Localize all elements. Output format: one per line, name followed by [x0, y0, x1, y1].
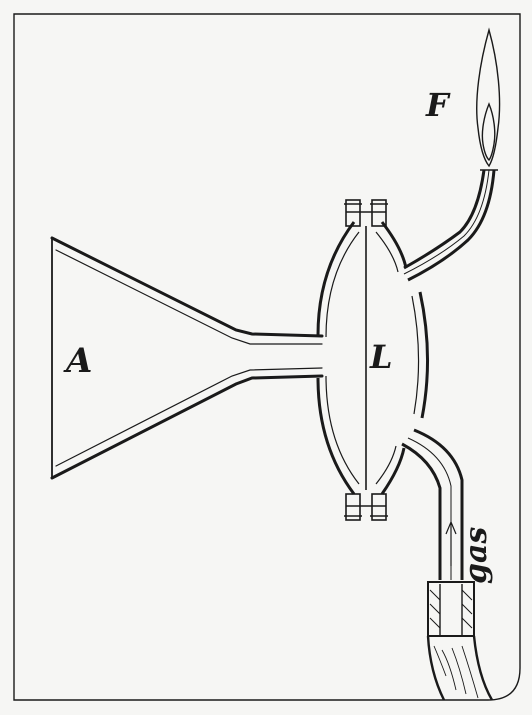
clamp-bottom [344, 493, 388, 521]
label-F: F [425, 86, 451, 124]
funnel-horn [50, 236, 324, 480]
flame-tube [403, 169, 498, 282]
gas-tube [401, 428, 464, 580]
label-gas: gas [459, 527, 494, 584]
label-L: L [369, 338, 393, 376]
page-border [13, 13, 521, 701]
rubber-hose [426, 635, 494, 701]
flame [476, 27, 501, 168]
hose-fitting [427, 581, 475, 637]
label-A: A [63, 341, 92, 381]
clamp-top [344, 199, 388, 227]
